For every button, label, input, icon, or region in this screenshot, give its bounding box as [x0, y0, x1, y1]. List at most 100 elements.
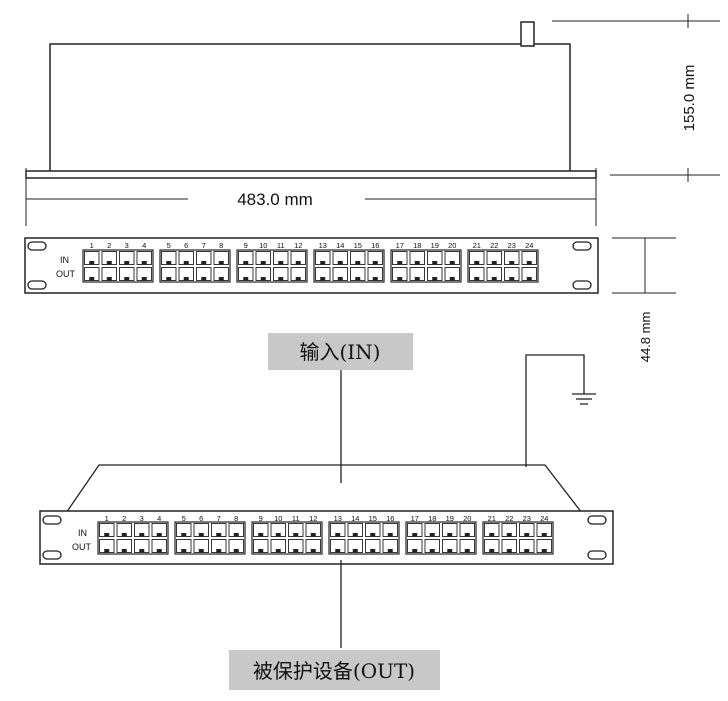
height-dimension-label: 155.0 mm	[681, 65, 698, 132]
rj45-latch	[141, 261, 147, 265]
port-number: 14	[336, 241, 344, 250]
rj45-latch	[124, 277, 130, 281]
rj45-latch	[258, 533, 264, 537]
rj45-latch	[337, 277, 343, 281]
rj45-latch	[201, 261, 207, 265]
rj45-latch	[370, 549, 376, 553]
port-number: 20	[463, 514, 471, 523]
rj45-latch	[295, 277, 301, 281]
chassis-top-view	[25, 21, 597, 179]
mounting-slot	[42, 515, 62, 525]
rj45-latch	[183, 277, 189, 281]
rj45-latch	[181, 533, 187, 537]
port-number: 12	[294, 241, 302, 250]
rj45-latch	[310, 533, 316, 537]
port-number: 8	[219, 241, 223, 250]
port-number: 22	[490, 241, 498, 250]
rj45-latch	[275, 549, 281, 553]
rj45-latch	[414, 277, 420, 281]
rj45-latch	[474, 261, 480, 265]
port-number: 20	[448, 241, 456, 250]
ground-icon	[572, 393, 596, 405]
rj45-latch	[489, 533, 495, 537]
ground-wire	[525, 354, 585, 467]
rj45-latch	[412, 549, 418, 553]
row-out-label: OUT	[56, 269, 76, 279]
mounting-slot	[587, 550, 607, 560]
rj45-latch	[183, 261, 189, 265]
rj45-latch	[429, 549, 435, 553]
port-number: 18	[413, 241, 421, 250]
port-number: 24	[540, 514, 548, 523]
port-number: 16	[371, 241, 379, 250]
rj45-latch	[370, 533, 376, 537]
rj45-latch	[258, 549, 264, 553]
rj45-latch	[355, 277, 361, 281]
rj45-latch	[429, 533, 435, 537]
mounting-slot	[27, 241, 47, 251]
port-number: 10	[259, 241, 267, 250]
mounting-slot	[572, 280, 592, 290]
row-in-label: IN	[78, 528, 87, 538]
rj45-latch	[524, 533, 530, 537]
rj45-latch	[474, 277, 480, 281]
rj45-latch	[295, 261, 301, 265]
rj45-latch	[310, 549, 316, 553]
height-dimension	[552, 14, 720, 182]
rj45-latch	[372, 277, 378, 281]
port-number: 13	[334, 514, 342, 523]
output-label: 被保护设备(OUT)	[253, 659, 415, 683]
rj45-latch	[387, 533, 393, 537]
port-number: 3	[140, 514, 144, 523]
port-number: 9	[244, 241, 248, 250]
rj45-latch	[156, 549, 162, 553]
rj45-latch	[218, 277, 224, 281]
rj45-latch	[104, 533, 110, 537]
port-number: 13	[319, 241, 327, 250]
rj45-latch	[526, 277, 532, 281]
port-number: 24	[525, 241, 533, 250]
row-out-label: OUT	[72, 542, 92, 552]
port-number: 5	[182, 514, 186, 523]
port-number: 7	[202, 241, 206, 250]
rj45-latch	[449, 277, 455, 281]
rj45-latch	[198, 549, 204, 553]
rj45-latch	[491, 277, 497, 281]
rj45-latch	[89, 261, 95, 265]
rj45-latch	[352, 533, 358, 537]
panel-height-label: 44.8 mm	[638, 312, 653, 363]
rj45-latch	[106, 277, 112, 281]
rj45-latch	[243, 277, 249, 281]
rj45-latch	[320, 261, 326, 265]
rj45-latch	[397, 261, 403, 265]
port-number: 11	[292, 514, 300, 523]
rj45-latch	[489, 549, 495, 553]
rj45-latch	[447, 533, 453, 537]
mounting-slot	[572, 241, 592, 251]
mounting-slot	[42, 550, 62, 560]
rj45-latch	[278, 277, 284, 281]
input-label-box	[268, 333, 413, 370]
rj45-latch	[166, 261, 172, 265]
port-number: 11	[277, 241, 285, 250]
rj45-latch	[181, 549, 187, 553]
rj45-latch	[233, 533, 239, 537]
port-number: 23	[508, 241, 516, 250]
rj45-latch	[106, 261, 112, 265]
rj45-latch	[372, 261, 378, 265]
rj45-latch	[320, 277, 326, 281]
port-number: 6	[184, 241, 188, 250]
port-number: 4	[142, 241, 146, 250]
port-number: 15	[354, 241, 362, 250]
rj45-latch	[464, 533, 470, 537]
ground-post	[520, 21, 535, 47]
port-number: 18	[428, 514, 436, 523]
port-number: 7	[217, 514, 221, 523]
rj45-latch	[414, 261, 420, 265]
rj45-latch	[355, 261, 361, 265]
port-number: 5	[167, 241, 171, 250]
